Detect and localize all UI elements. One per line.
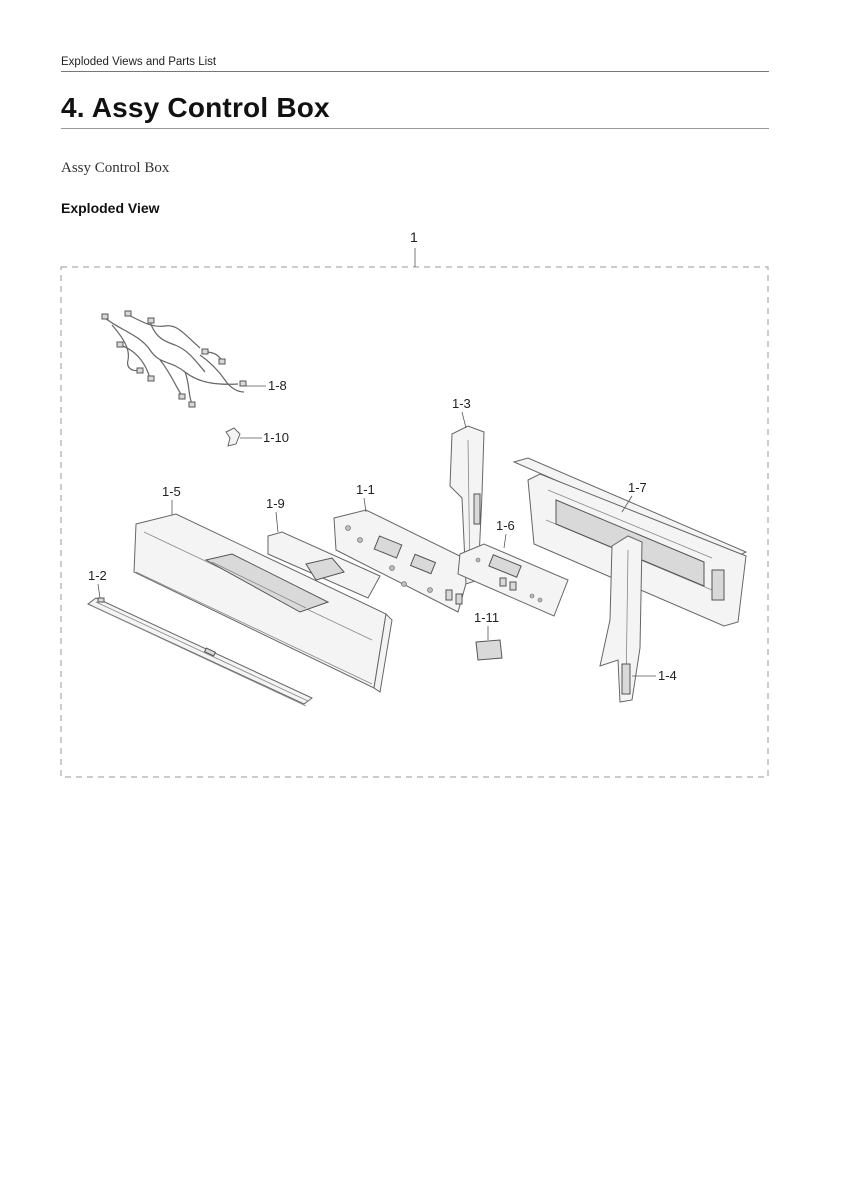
callout-1-4: 1-4 [658,668,677,683]
leader-1-7 [621,495,633,513]
header-rule [61,71,769,72]
leader-1-6 [503,533,507,549]
leader-1-1 [363,497,367,513]
exploded-view-heading: Exploded View [61,200,160,216]
leader-1-2 [97,583,101,599]
assembly-label: 1 [410,229,418,245]
control-panel-part [133,513,393,693]
label-part [475,639,503,661]
callout-1-10: 1-10 [263,430,289,445]
right-bracket-part [599,535,643,703]
running-header: Exploded Views and Parts List [61,56,217,68]
callout-1-6: 1-6 [496,518,515,533]
callout-1-5: 1-5 [162,484,181,499]
section-title: 4. Assy Control Box [61,92,330,123]
trim-strip-part [87,597,313,707]
main-pcb-part [333,509,473,613]
callout-1-2: 1-2 [88,568,107,583]
assembly-boundary [60,266,769,778]
wire-harness-part [101,310,247,408]
title-rule [61,128,769,129]
callout-1-8: 1-8 [268,378,287,393]
leader-1-3 [461,411,467,429]
sub-pcb-part [457,543,569,617]
callout-1-9: 1-9 [266,496,285,511]
section-subtitle: Assy Control Box [61,160,170,176]
callout-1-11: 1-11 [474,610,499,625]
overlay-panel-part [267,531,381,599]
callout-1-3: 1-3 [452,396,471,411]
callout-1-7: 1-7 [628,480,647,495]
callout-1-1: 1-1 [356,482,375,497]
clip-part [225,427,241,447]
leader-1-9 [275,511,279,533]
